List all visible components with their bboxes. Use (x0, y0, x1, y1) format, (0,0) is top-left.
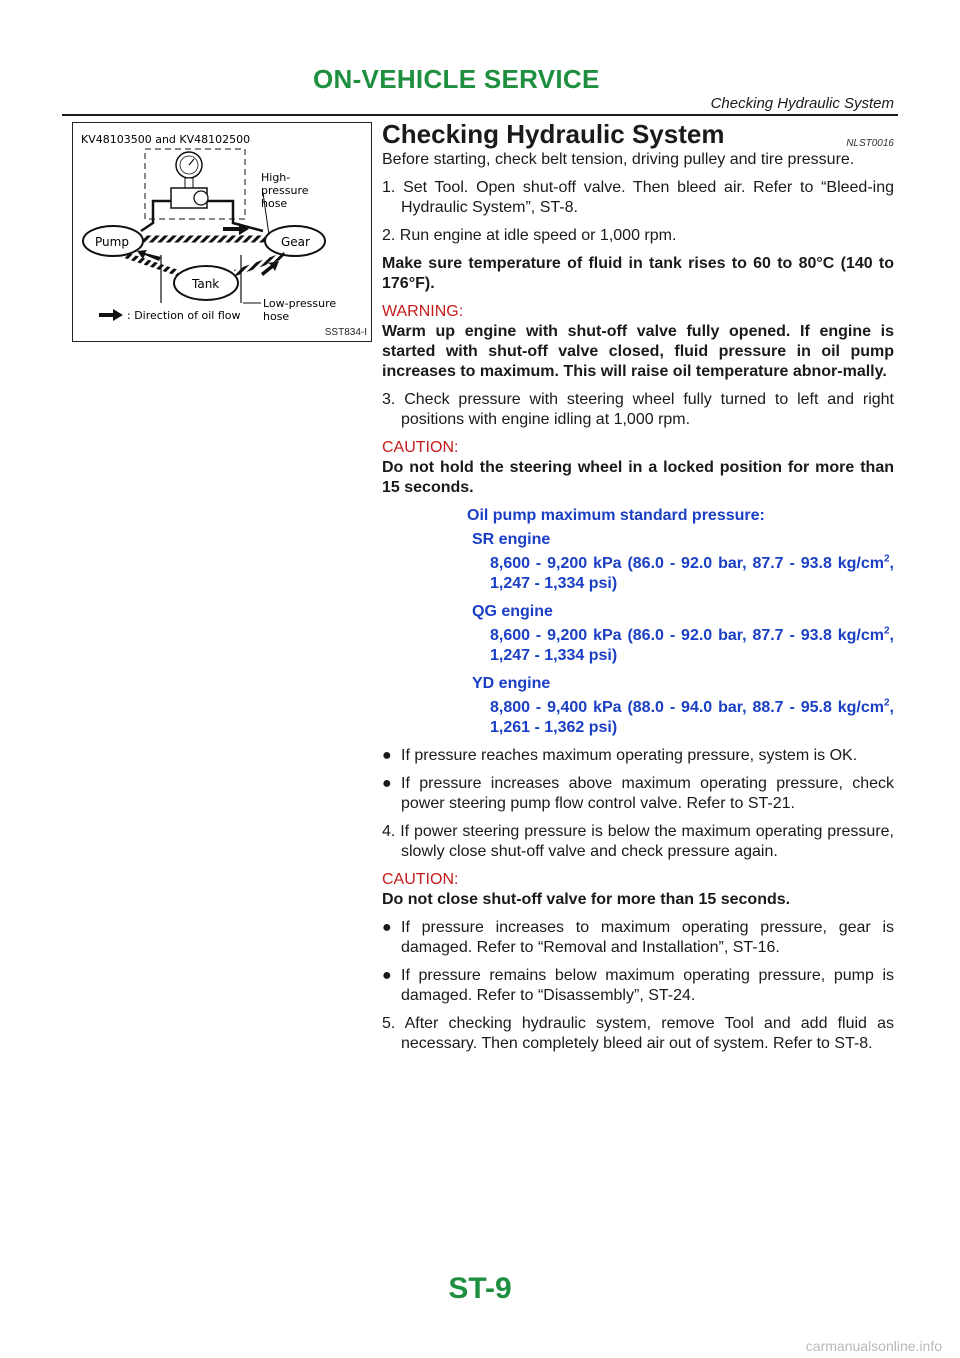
gear-label: Gear (281, 235, 310, 249)
step-5: 5. After checking hydraulic system, remo… (382, 1015, 894, 1052)
high-pressure-label-3: hose (261, 197, 287, 210)
intro-text: Before starting, check belt tension, dri… (382, 151, 855, 168)
hydraulic-system-diagram: KV48103500 and KV48102500 Pump Gear Tank (72, 122, 372, 342)
return-hose-pump (124, 252, 179, 276)
spec-value-qg: 8,600 - 9,200 kPa (86.0 - 92.0 bar, 87.7… (490, 625, 894, 664)
bullet-item: ●If pressure remains below maximum opera… (382, 967, 894, 1004)
high-pressure-label-1: High- (261, 171, 290, 184)
main-content: Checking Hydraulic System NLST0016 Befor… (382, 118, 894, 1062)
warning-text: Warm up engine with shut-off valve fully… (382, 323, 894, 380)
legend-text: : Direction of oil flow (127, 309, 241, 322)
spec-engine-sr: SR engine (472, 531, 551, 548)
page-header-subtitle: Checking Hydraulic System (710, 95, 894, 112)
header-divider (62, 114, 898, 116)
warning-label: WARNING: (382, 303, 464, 320)
high-pressure-label-2: pressure (261, 184, 309, 197)
low-pressure-label-1: Low-pressure (263, 297, 336, 310)
spec-engine-qg: QG engine (472, 603, 553, 620)
flow-arrow-icon (223, 223, 249, 235)
tool-outline (144, 148, 246, 220)
spec-value-yd: 8,800 - 9,400 kPa (88.0 - 94.0 bar, 88.7… (490, 697, 894, 736)
caution-label: CAUTION: (382, 871, 459, 888)
caution-text: Do not hold the steering wheel in a lock… (382, 459, 894, 496)
step-4: 4. If power steering pressure is below t… (382, 823, 894, 860)
return-hose-gear (233, 252, 287, 276)
pump-component (82, 225, 144, 257)
page-number: ST-9 (448, 1272, 512, 1305)
step-2: 2. Run engine at idle speed or 1,000 rpm… (382, 227, 677, 244)
spec-value-sr: 8,600 - 9,200 kPa (86.0 - 92.0 bar, 87.7… (490, 553, 894, 592)
bullet-item: ●If pressure increases to maximum operat… (382, 919, 894, 956)
low-pressure-label-2: hose (263, 310, 289, 323)
caution-text: Do not close shut-off valve for more tha… (382, 891, 791, 908)
section-title: Checking Hydraulic System (382, 119, 725, 149)
flow-arrow-icon (137, 250, 161, 261)
tank-component (173, 265, 239, 301)
bullet-item: ●If pressure reaches maximum operating p… (382, 747, 858, 764)
spec-title: Oil pump maximum standard pressure: (467, 507, 765, 524)
pump-label: Pump (95, 235, 129, 249)
page-header-title: ON-VEHICLE SERVICE (313, 64, 600, 94)
section-code: NLST0016 (846, 138, 894, 149)
step-3: 3. Check pressure with steering wheel fu… (382, 391, 894, 428)
flow-arrow-icon (261, 261, 279, 276)
figure-code: SST834-I (324, 327, 367, 338)
legend-arrow-icon (99, 309, 123, 321)
tank-label: Tank (191, 277, 219, 291)
diagram-drawing: KV48103500 and KV48102500 Pump Gear Tank (81, 133, 336, 323)
caution-label: CAUTION: (382, 439, 459, 456)
temperature-note: Make sure temperature of fluid in tank r… (382, 255, 894, 292)
spec-engine-yd: YD engine (472, 675, 551, 692)
watermark: carmanualsonline.info (805, 1338, 942, 1354)
bullet-item: ●If pressure increases above maximum ope… (382, 775, 894, 812)
gear-component (264, 225, 326, 257)
tool-label: KV48103500 and KV48102500 (81, 133, 250, 146)
step-1: 1. Set Tool. Open shut-off valve. Then b… (382, 179, 894, 216)
